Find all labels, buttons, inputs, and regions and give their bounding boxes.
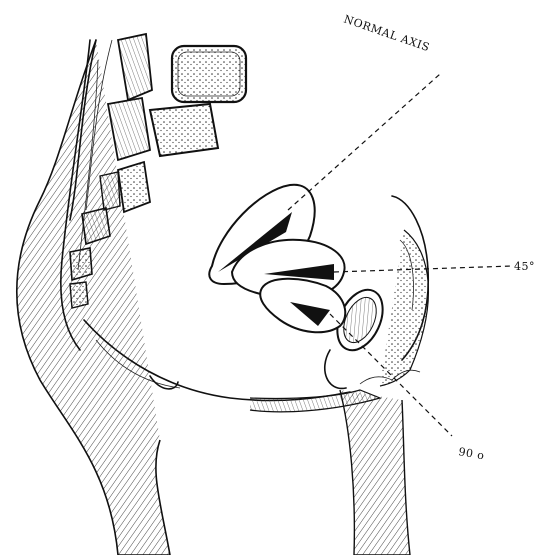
pubic-region <box>340 196 428 555</box>
normal-axis-line <box>288 74 440 210</box>
angle-90-label: 90 o <box>457 445 485 462</box>
angle-45-label: 45° <box>514 260 535 273</box>
body-outline <box>17 40 170 555</box>
normal-axis-label: NORMAL AXIS <box>342 13 431 55</box>
